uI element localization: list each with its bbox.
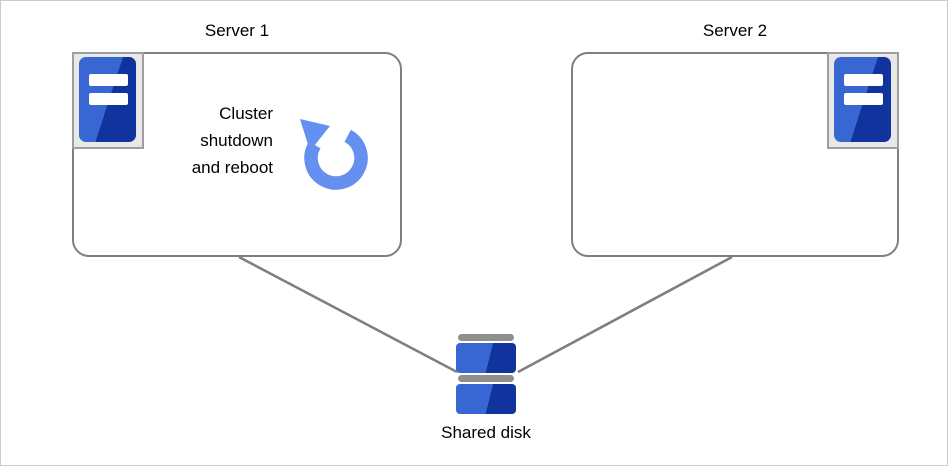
- server1-server-icon: [72, 52, 144, 149]
- reboot-arc: [304, 129, 368, 190]
- reboot-arrow-icon: [300, 119, 368, 190]
- reboot-arrowhead: [300, 119, 330, 151]
- server2-server-icon: [827, 52, 899, 149]
- server-tower-icon: [79, 57, 136, 142]
- connector-server1-shared-disk: [238, 255, 458, 374]
- cluster-annotation: Cluster shutdown and reboot: [156, 100, 273, 181]
- annotation-line: Cluster: [219, 104, 273, 123]
- disk-platter-icon: [456, 343, 516, 373]
- disk-cap-icon: [458, 334, 514, 341]
- server-tower-icon: [834, 57, 891, 142]
- server-slot-icon: [89, 93, 128, 105]
- annotation-line: and reboot: [191, 158, 273, 177]
- server-slot-icon: [89, 74, 128, 86]
- disk-platter-icon: [456, 384, 516, 414]
- shared-disk-label: Shared disk: [441, 423, 531, 442]
- shared-disk-icon: [456, 334, 516, 414]
- server2-title: Server 2: [702, 21, 768, 40]
- annotation-line: shutdown: [200, 131, 273, 150]
- disk-cap-icon: [458, 375, 514, 382]
- server-slot-icon: [844, 93, 883, 105]
- connector-server2-shared-disk: [517, 255, 733, 374]
- server1-title: Server 1: [204, 21, 270, 40]
- server-slot-icon: [844, 74, 883, 86]
